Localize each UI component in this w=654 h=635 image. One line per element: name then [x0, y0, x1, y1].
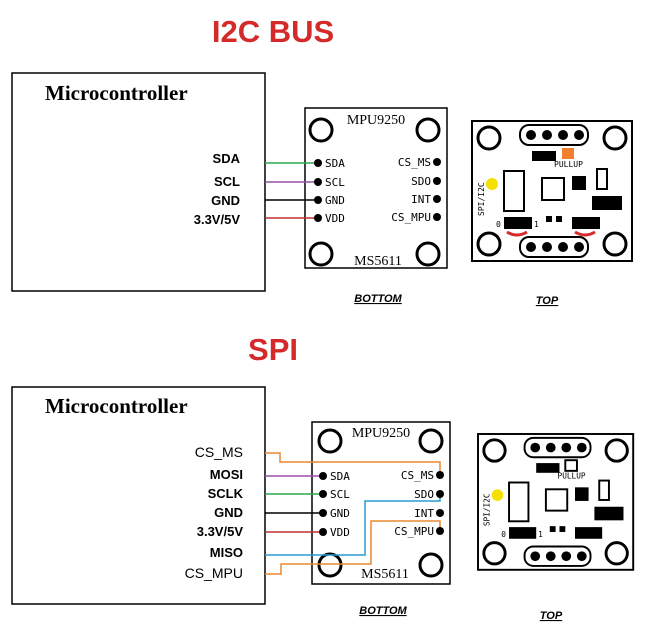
spi-title: SPI	[248, 332, 298, 367]
pin-sdo: SDO	[414, 488, 434, 501]
signal-vdd: 3.3V/5V	[194, 212, 241, 227]
pin-sda: SDA	[325, 157, 345, 170]
i2c-module-top-label: MPU9250	[347, 113, 405, 128]
mode-led	[491, 489, 504, 501]
pin-gnd: GND	[325, 194, 345, 207]
signal-miso: MISO	[210, 545, 243, 560]
spi-microcontroller-label: Microcontroller	[45, 394, 188, 418]
pin-cs-ms: CS_MS	[401, 469, 434, 482]
pin-vdd: VDD	[325, 212, 345, 225]
signal-sclk: SCLK	[208, 486, 244, 501]
wire-cs-ms	[265, 452, 441, 475]
spi-microcontroller-box	[11, 386, 266, 605]
signal-vdd: 3.3V/5V	[197, 524, 244, 539]
i2c-title: I2C BUS	[212, 14, 334, 49]
spi-module	[311, 421, 451, 585]
signal-cs-ms: CS_MS	[195, 444, 243, 460]
pullup-label: PULLUP	[558, 472, 586, 481]
spi-module-bottom-label: MS5611	[361, 567, 409, 582]
jumper-one: 1	[538, 530, 543, 539]
signal-mosi: MOSI	[210, 467, 243, 482]
i2c-module	[304, 107, 448, 269]
i2c-module-bottom-label: MS5611	[354, 254, 402, 269]
wire-miso	[265, 494, 441, 556]
pin-int: INT	[414, 507, 434, 520]
pullup-label: PULLUP	[554, 160, 583, 169]
i2c-bottom-caption: BOTTOM	[354, 293, 402, 305]
i2c-board-top: PULLUP SPI/I2C 0 1	[470, 119, 634, 263]
i2c-microcontroller-label: Microcontroller	[45, 81, 188, 105]
signal-scl: SCL	[214, 174, 240, 189]
spi-board-top: PULLUP SPI/I2C 0 1	[476, 432, 635, 572]
pin-int: INT	[411, 193, 431, 206]
i2c-signal-labels: SDA SCL GND 3.3V/5V	[194, 151, 241, 227]
jumper-zero: 0	[501, 530, 506, 539]
pin-vdd: VDD	[330, 526, 350, 539]
pin-scl: SCL	[330, 488, 350, 501]
pin-sda: SDA	[330, 470, 350, 483]
jumper-one: 1	[534, 220, 539, 229]
mode-led	[486, 178, 498, 190]
jumper-zero: 0	[496, 220, 501, 229]
pin-cs-mpu: CS_MPU	[391, 211, 431, 224]
pin-sdo: SDO	[411, 175, 431, 188]
i2c-top-caption: TOP	[536, 295, 559, 307]
pullup-pad	[562, 148, 574, 159]
signal-gnd: GND	[214, 505, 243, 520]
signal-cs-mpu: CS_MPU	[185, 565, 243, 581]
mode-label: SPI/I2C	[483, 493, 492, 526]
pin-gnd: GND	[330, 507, 350, 520]
wire-cs-mpu	[265, 520, 441, 575]
spi-top-caption: TOP	[540, 610, 563, 622]
signal-sda: SDA	[213, 151, 241, 166]
pin-cs-ms: CS_MS	[398, 156, 431, 169]
pin-scl: SCL	[325, 176, 345, 189]
signal-gnd: GND	[211, 193, 240, 208]
pin-cs-mpu: CS_MPU	[394, 525, 434, 538]
spi-bottom-caption: BOTTOM	[359, 605, 407, 617]
i2c-microcontroller-box	[11, 72, 266, 292]
spi-module-top-label: MPU9250	[352, 426, 410, 441]
mode-label: SPI/I2C	[477, 182, 486, 216]
